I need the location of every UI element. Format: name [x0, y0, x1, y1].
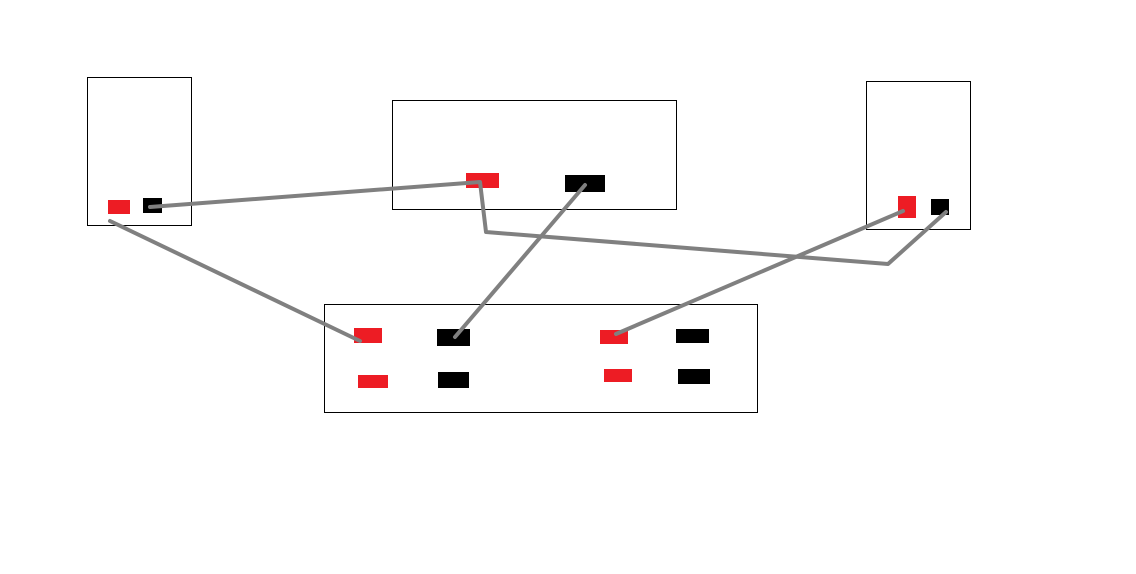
box-center-top: [392, 100, 677, 210]
box-left: [87, 77, 192, 226]
bottom-red-port-1: [354, 328, 382, 343]
bottom-red-port-4: [604, 369, 632, 382]
wire-center-black-to-bottom-black-1: [453, 183, 587, 339]
wire-bottom-red-3-to-right-red: [614, 209, 905, 336]
box-bottom: [324, 304, 758, 413]
bottom-black-port-3: [676, 329, 709, 343]
left-red-port: [108, 200, 130, 214]
bottom-black-port-2: [438, 372, 469, 388]
bottom-red-port-2: [358, 375, 388, 388]
bottom-black-port-4: [678, 369, 710, 384]
right-red-port: [898, 196, 916, 218]
wire-left-red-to-bottom-red-1: [108, 219, 362, 343]
box-right: [866, 81, 971, 230]
center-red-port: [466, 173, 499, 188]
wire-left-black-to-center-red-to-right-black: [148, 180, 948, 266]
